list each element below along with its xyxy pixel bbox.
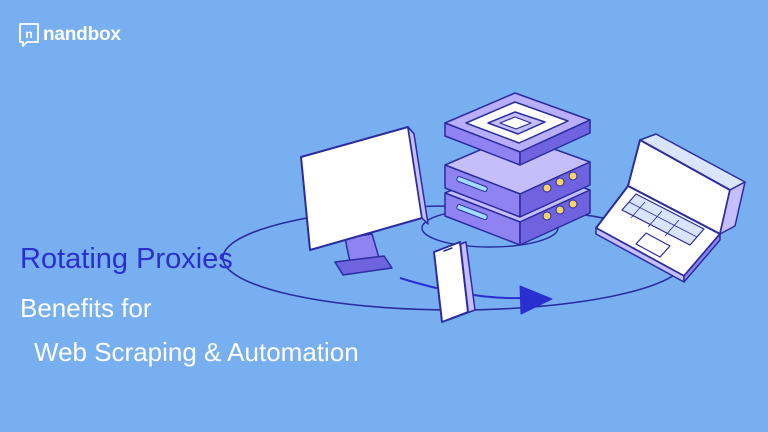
brand-logo[interactable]: n nandbox	[18, 22, 121, 48]
rotation-arrow-icon	[399, 277, 553, 315]
logo-letter: n	[25, 27, 32, 41]
server-stack-icon	[444, 92, 591, 246]
headline-line-3: Web Scraping & Automation	[34, 337, 359, 367]
headline-line-2: Benefits for	[20, 293, 152, 323]
nandbox-logo-icon: n	[19, 23, 39, 47]
laptop-icon	[595, 133, 746, 283]
desktop-monitor-icon	[300, 126, 429, 276]
logo-text: nandbox	[43, 24, 121, 45]
smartphone-icon	[433, 241, 476, 323]
headline-line-1: Rotating Proxies	[20, 243, 233, 275]
